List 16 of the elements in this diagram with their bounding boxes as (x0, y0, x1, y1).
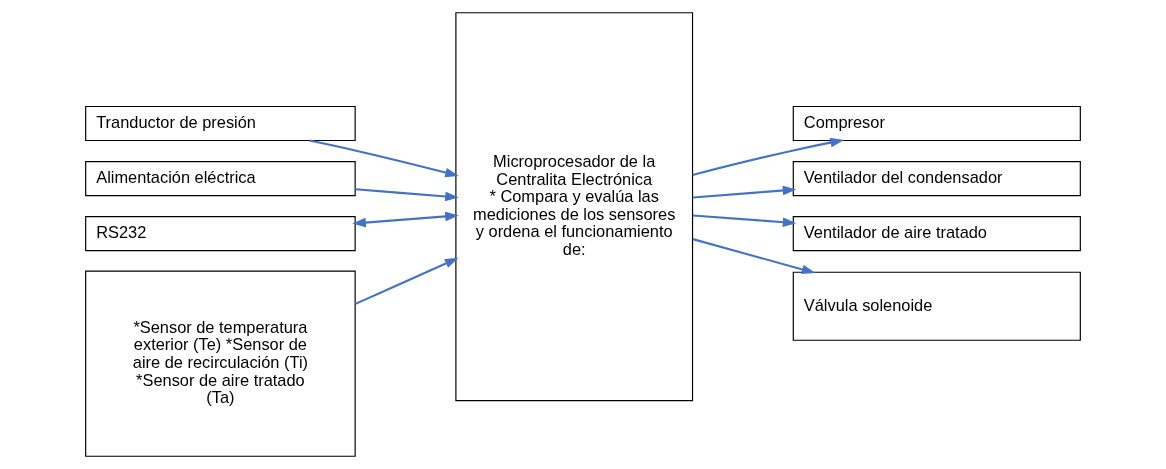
arrow (352, 211, 459, 228)
arrow (355, 188, 459, 202)
node-box: Tranductor de presión (85, 105, 356, 142)
node-box: Compresor (792, 105, 1081, 142)
arrow (692, 185, 797, 199)
arrow (692, 214, 797, 227)
node-box: Válvula solenoide (792, 271, 1081, 341)
node-box: Ventilador del condensador (792, 161, 1081, 197)
node-box: Ventilador de aire tratado (792, 216, 1081, 252)
node-box: Alimentación eléctrica (85, 161, 356, 197)
node-box: RS232 (85, 216, 356, 252)
node-box: Microprocesador de la Centralita Electrónica * Compara y evalúa las mediciones de los sensores y ordena el funcionamiento de: (455, 12, 694, 402)
node-box: *Sensor de temperatura exterior (Te) *Sensor de aire de recirculación (Ti) *Sensor de aire tratado (Ta) (85, 270, 356, 457)
arrow (692, 238, 816, 275)
arrow (692, 137, 845, 176)
arrow (355, 257, 459, 305)
